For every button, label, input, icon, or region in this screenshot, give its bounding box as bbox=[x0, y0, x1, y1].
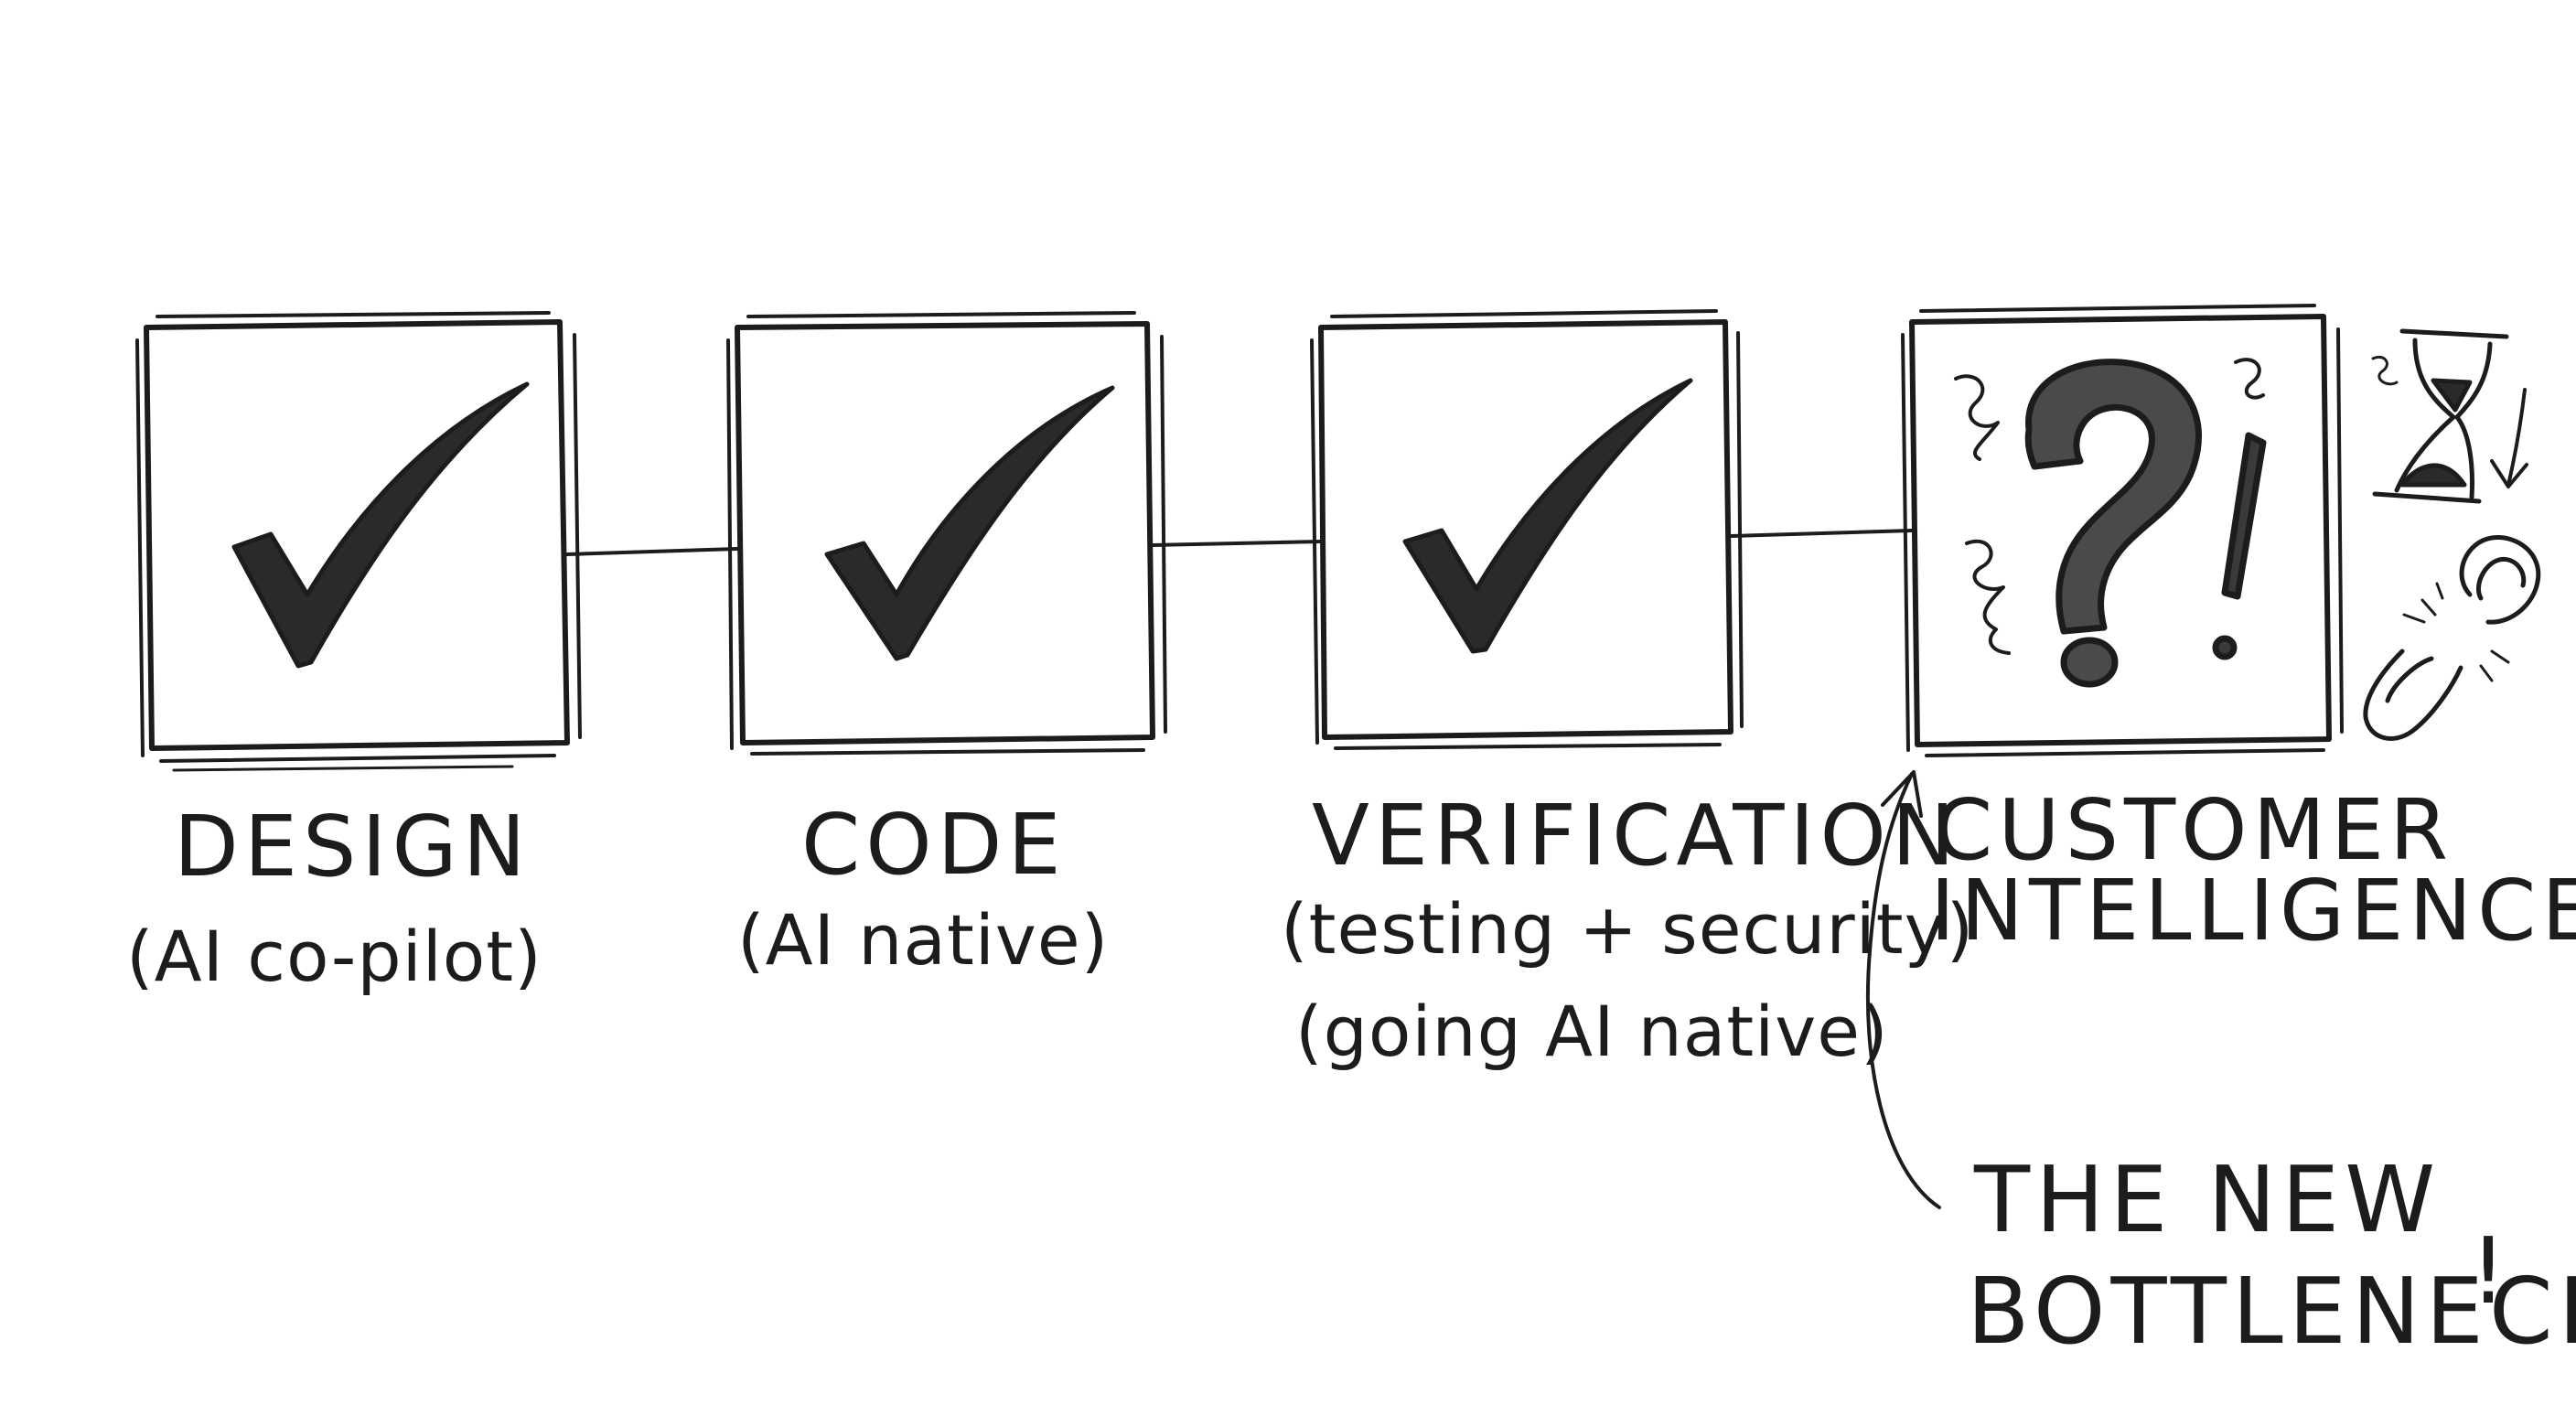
confusion-squiggle-icons bbox=[1954, 358, 2265, 655]
broken-chain-icon bbox=[2363, 535, 2541, 741]
stage-subtitle-design: (AI co-pilot) bbox=[126, 916, 542, 997]
exclamation-mark-icon bbox=[2212, 432, 2267, 660]
check-icon bbox=[231, 381, 530, 669]
callout-line2: BOTTLENECK bbox=[1967, 1258, 2576, 1365]
check-icon bbox=[824, 385, 1115, 661]
down-arrow-icon bbox=[2490, 388, 2528, 488]
callout-exclamation: ! bbox=[2470, 1217, 2513, 1325]
stage-title-code: CODE bbox=[801, 796, 1067, 894]
stage-box-code bbox=[726, 311, 1167, 756]
stage-title-verification: VERIFICATION bbox=[1312, 787, 1960, 885]
check-icon bbox=[1402, 378, 1693, 654]
stage-box-design bbox=[135, 311, 582, 772]
stage-title-customer: CUSTOMER bbox=[1934, 781, 2454, 879]
connector-lines bbox=[565, 529, 1914, 556]
hourglass-icon bbox=[2371, 328, 2509, 504]
stage-box-customer-intelligence bbox=[1901, 304, 2344, 757]
stage-subtitle-intelligence: INTELLIGENCE bbox=[1930, 862, 2576, 960]
stage-subtitle-verification: (testing + security) bbox=[1281, 888, 1975, 970]
question-mark-icon bbox=[2024, 359, 2202, 688]
callout-line1: THE NEW bbox=[1974, 1146, 2442, 1253]
callout-arrow bbox=[1865, 770, 1941, 1209]
stage-subtitle2-verification: (going AI native) bbox=[1295, 991, 1889, 1072]
stage-title-design: DESIGN bbox=[174, 798, 531, 896]
stage-subtitle-code: (AI native) bbox=[737, 899, 1110, 981]
